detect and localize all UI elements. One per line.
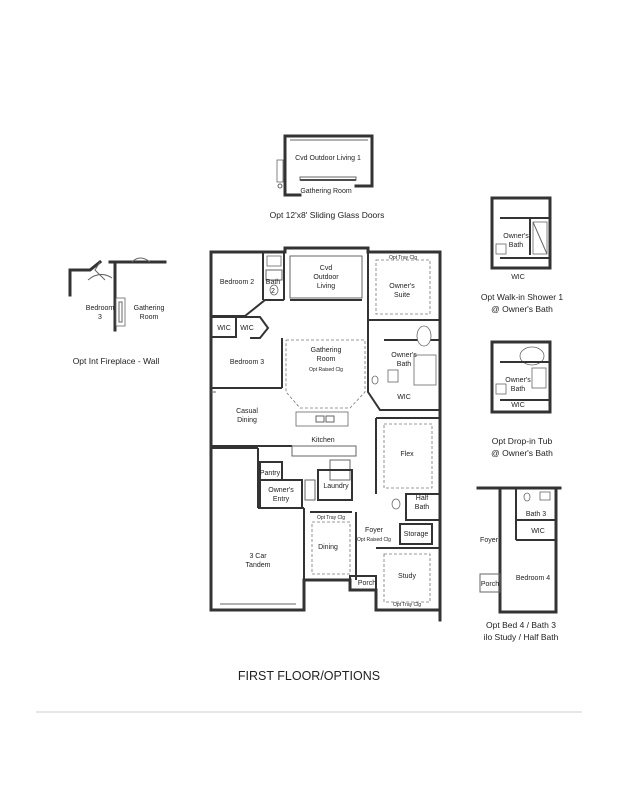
bed4-bath3-label: Bath 3 [526,511,546,518]
glass-option-room-label: Cvd Outdoor Living 1 [295,155,361,162]
storage-label: Storage [404,531,429,538]
option-fireplace: Bedroom 3 Gathering Room Opt Int Firepla… [68,257,167,366]
pantry-label: Pantry [260,470,281,477]
study-label: Study [398,573,416,580]
suite-label-2: Suite [394,292,410,299]
dining-tray-label: Opt Tray Clg [317,515,345,521]
bed4-wic-label: WIC [531,528,545,535]
owner-bath-label-1: Owner's [391,352,417,359]
fireplace-bedroom-label: Bedroom [86,305,115,312]
wic-bedroom-label: WIC [217,325,231,332]
sheet-title: FIRST FLOOR/OPTIONS [238,669,380,683]
shower-room-label-1: Owner's [503,233,529,240]
shower-caption-1: Opt Walk-in Shower 1 [481,292,564,302]
bed4-caption-1: Opt Bed 4 / Bath 3 [486,620,556,630]
suite-label-1: Owner's [389,283,415,290]
bath2-number: 2 [271,288,275,295]
kitchen-label: Kitchen [311,437,334,444]
casual-label-2: Dining [237,417,257,424]
glass-option-gathering-label: Gathering Room [300,188,352,195]
gathering-label-1: Gathering [311,347,342,354]
fireplace-gathering-label: Gathering [134,305,165,312]
tub-room-label-1: Owner's [505,377,531,384]
shower-wic-label: WIC [511,274,525,281]
dining-label: Dining [318,544,338,551]
porch-label: Porch [358,580,376,587]
cvd-label-1: Cvd [320,265,333,272]
bed4-porch-label: Porch [481,581,499,588]
glass-option-caption: Opt 12'x8' Sliding Glass Doors [270,210,385,220]
halfbath-label-1: Half [416,495,429,502]
suite-tray-label: Opt Tray Clg [389,255,417,261]
shower-caption-2: @ Owner's Bath [491,304,553,314]
foyer-raised-label: Opt Raised Clg [357,537,391,543]
option-dropin-tub: Owner's Bath WIC Opt Drop-in Tub @ Owner… [490,340,553,458]
tub-caption-2: @ Owner's Bath [491,448,553,458]
cvd-label-3: Living [317,283,335,290]
shower-room-label-2: Bath [509,242,524,249]
owner-bath-label-2: Bath [397,361,412,368]
tub-room-label-2: Bath [511,386,526,393]
tub-wic-label: WIC [511,402,525,409]
flex-label: Flex [400,451,414,458]
gathering-label-2: Room [317,356,336,363]
owner-entry-label-2: Entry [273,496,290,503]
option-walkin-shower: Owner's Bath WIC Opt Walk-in Shower 1 @ … [481,196,564,314]
wic-bath2-label: WIC [240,325,254,332]
gathering-raised-label: Opt Raised Clg [309,367,343,373]
casual-label-1: Casual [236,408,258,415]
bedroom2-label: Bedroom 2 [220,279,254,286]
main-floor-plan: Bedroom 2 Bath 2 Cvd Outdoor Living Opt … [209,246,442,622]
bed4-foyer-label: Foyer [480,537,499,544]
halfbath-label-2: Bath [415,504,430,511]
bath2-label: Bath [266,279,281,286]
garage-label-2: Tandem [246,562,271,569]
cvd-label-2: Outdoor [313,274,339,281]
fireplace-caption: Opt Int Fireplace - Wall [73,356,160,366]
tub-caption-1: Opt Drop-in Tub [492,436,553,446]
owner-entry-label-1: Owner's [268,487,294,494]
laundry-label: Laundry [323,483,349,490]
bed4-caption-2: ilo Study / Half Bath [484,632,559,642]
study-tray-label: Opt Tray Clg [393,602,421,608]
fireplace-room-label: Room [140,314,159,321]
foyer-label: Foyer [365,527,384,534]
owner-wic-label: WIC [397,394,411,401]
option-bedroom4: Bath 3 WIC Foyer Bedroom 4 Porch Opt Bed… [476,486,562,642]
fireplace-bedroom-number: 3 [98,314,102,321]
option-sliding-glass-doors: Cvd Outdoor Living 1 Gathering Room Opt … [270,134,385,220]
bedroom3-label: Bedroom 3 [230,359,264,366]
garage-label-1: 3 Car [249,553,267,560]
bed4-room-label: Bedroom 4 [516,575,550,582]
